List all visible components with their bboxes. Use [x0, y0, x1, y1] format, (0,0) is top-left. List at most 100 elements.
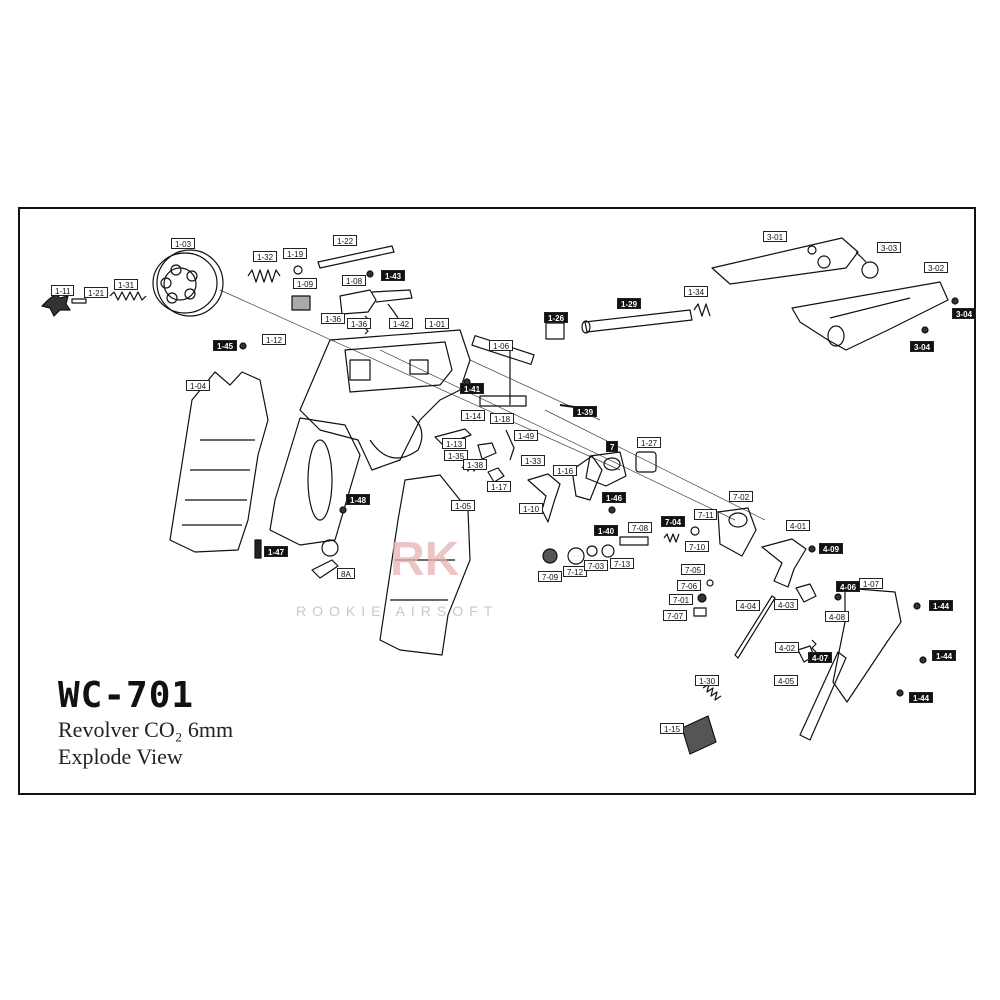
tube-1-29	[581, 309, 693, 334]
part-label: 8A	[337, 568, 355, 579]
model-title: WC-701	[58, 675, 195, 716]
part-label: 1-41	[460, 383, 485, 394]
part-label: 4-07	[808, 652, 833, 663]
part-label: 1-33	[521, 455, 546, 466]
part-1-27	[635, 451, 657, 473]
ring-7-03	[586, 545, 598, 557]
pin-1-40	[619, 536, 649, 546]
part-label: 1-09	[293, 278, 318, 289]
part-label: 1-21	[84, 287, 109, 298]
rail-3-02	[791, 281, 949, 351]
pin-1-47	[254, 539, 262, 559]
part-label: 1-34	[684, 286, 709, 297]
diagram-frame	[18, 207, 976, 795]
part-label: 1-27	[637, 437, 662, 448]
part-label: 1-48	[346, 494, 371, 505]
part-7	[585, 451, 627, 487]
part-label: 1-22	[333, 235, 358, 246]
part-label: 7-09	[538, 571, 563, 582]
rod-4-04	[734, 595, 776, 659]
part-1-49	[505, 429, 515, 461]
spring-1-42	[387, 303, 399, 319]
spring-1-34	[693, 303, 711, 317]
part-label: 3-03	[877, 242, 902, 253]
part-label: 1-32	[253, 251, 278, 262]
part-label: 1-01	[425, 318, 450, 329]
part-label: 1-29	[617, 298, 642, 309]
subtitle-line-1: Revolver CO₂ 6mm	[58, 717, 234, 742]
small-parts-7-05-7-07	[693, 579, 714, 617]
bushing-1-26	[545, 322, 565, 340]
part-label: 7-02	[729, 491, 754, 502]
part-label: 1-11	[51, 285, 75, 296]
firing-pin-part	[41, 293, 87, 317]
left-grip-part	[169, 371, 269, 553]
part-label: 3-04	[952, 308, 977, 319]
part-label: 1-10	[519, 503, 544, 514]
part-label: 1-30	[695, 675, 720, 686]
part-label: 1-36	[321, 313, 346, 324]
part-label: 7	[606, 441, 619, 452]
part-label: 7-08	[628, 522, 653, 533]
spring-1-31	[109, 291, 147, 301]
part-label: 1-40	[594, 525, 619, 536]
part-label: 1-03	[171, 238, 196, 249]
part-7-09	[542, 548, 558, 564]
part-label: 1-06	[489, 340, 514, 351]
part-3-03	[855, 251, 879, 279]
part-label: 1-43	[381, 270, 406, 281]
watermark-logo: RK	[390, 533, 460, 586]
part-label: 3-04	[910, 341, 935, 352]
hammer-part-1-16	[571, 455, 603, 501]
part-label: 1-05	[451, 500, 476, 511]
ring-7-13	[601, 544, 615, 558]
part-label: 1-42	[389, 318, 414, 329]
watermark-text: ROOKIE AIRSOFT	[296, 603, 499, 619]
part-label: 4-09	[819, 543, 844, 554]
part-label: 1-44	[932, 650, 957, 661]
part-label: 7-07	[663, 610, 688, 621]
screws	[239, 270, 959, 697]
rod-1-22	[317, 245, 395, 269]
cylinder-part	[152, 249, 224, 317]
part-label: 4-01	[786, 520, 811, 531]
part-label: 1-47	[264, 546, 289, 557]
part-label: 7-12	[563, 566, 588, 577]
part-label: 1-26	[544, 312, 569, 323]
right-grip-part	[379, 474, 471, 656]
subtitle-line-2: Explode View	[58, 744, 183, 769]
part-label: 1-49	[514, 430, 539, 441]
part-label: 1-13	[442, 438, 467, 449]
part-label: 4-02	[775, 642, 800, 653]
part-label: 1-07	[859, 578, 884, 589]
part-label: 1-35	[444, 450, 469, 461]
part-label: 1-31	[114, 279, 139, 290]
part-label: 1-36	[347, 318, 372, 329]
part-label: 4-04	[736, 600, 761, 611]
part-label: 4-03	[774, 599, 799, 610]
part-label: 1-38	[463, 459, 488, 470]
washer-1-19	[293, 265, 303, 275]
part-label: 4-06	[836, 581, 861, 592]
rail-3-01	[711, 237, 859, 285]
part-label: 1-14	[461, 410, 486, 421]
part-label: 7-03	[584, 560, 609, 571]
part-label: 7-01	[669, 594, 694, 605]
part-label: 7-13	[610, 558, 635, 569]
part-label: 7-06	[677, 580, 702, 591]
washer-7-11	[690, 526, 700, 536]
part-label: 1-15	[660, 723, 685, 734]
sideplate-1-07	[799, 587, 902, 741]
hand-pawl-1-14	[434, 428, 472, 446]
part-label: 7-05	[681, 564, 706, 575]
part-label: 1-08	[342, 275, 367, 286]
part-4-06	[795, 583, 817, 603]
block-1-09	[291, 295, 311, 311]
spring-7-04	[663, 533, 680, 543]
part-label: 3-02	[924, 262, 949, 273]
part-7-02	[717, 507, 757, 557]
part-label: 4-08	[825, 611, 850, 622]
part-label: 7-04	[661, 516, 686, 527]
part-label: 3-01	[763, 231, 788, 242]
